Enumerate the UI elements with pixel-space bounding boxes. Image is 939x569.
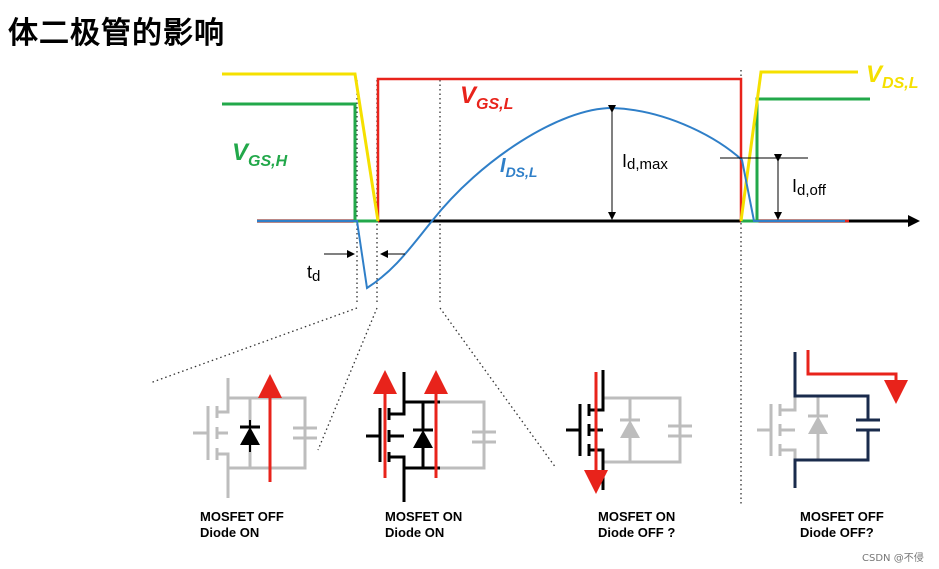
vds-l-waveform xyxy=(222,70,858,222)
state-caption-2-line2: Diode ON xyxy=(385,525,444,540)
vgs-h-label: VGS,H xyxy=(232,139,288,170)
state-caption-1-line2: Diode ON xyxy=(200,525,259,540)
circuit-mosfet-off-diode-off xyxy=(757,350,908,488)
td-label: td xyxy=(307,262,320,285)
state-caption-4-line2: Diode OFF? xyxy=(800,525,874,540)
state-caption-3-line2: Diode OFF ? xyxy=(598,525,675,540)
vgs-l-label: VGS,L xyxy=(460,82,513,113)
circuit-mosfet-off-diode-on xyxy=(193,374,317,498)
diode-icon xyxy=(620,420,640,438)
projection-line xyxy=(149,307,358,384)
vds-l-label: VDS,L xyxy=(866,61,918,92)
state-caption-1-line1: MOSFET OFF xyxy=(200,509,284,524)
axis-arrow-icon xyxy=(908,215,920,227)
vgs-h-waveform xyxy=(222,97,870,223)
watermark: CSDN @不侵 xyxy=(862,552,924,564)
id-max-label: Id,max xyxy=(622,151,668,173)
diode-icon xyxy=(413,430,433,448)
projection-line xyxy=(439,307,557,469)
page-title: 体二极管的影响 xyxy=(8,16,225,51)
ids-l-waveform xyxy=(257,106,845,290)
diode-icon xyxy=(808,416,828,434)
state-caption-3-line1: MOSFET ON xyxy=(598,509,675,524)
current-arrow xyxy=(806,350,908,404)
ids-l-label: IDS,L xyxy=(500,155,537,180)
state-caption-4-line1: MOSFET OFF xyxy=(800,509,884,524)
circuit-mosfet-on-diode-off xyxy=(566,370,692,494)
state-caption-2-line1: MOSFET ON xyxy=(385,509,462,524)
projection-line xyxy=(317,307,378,451)
circuit-mosfet-on-diode-on xyxy=(366,370,496,502)
id-off-label: Id,off xyxy=(792,176,827,199)
